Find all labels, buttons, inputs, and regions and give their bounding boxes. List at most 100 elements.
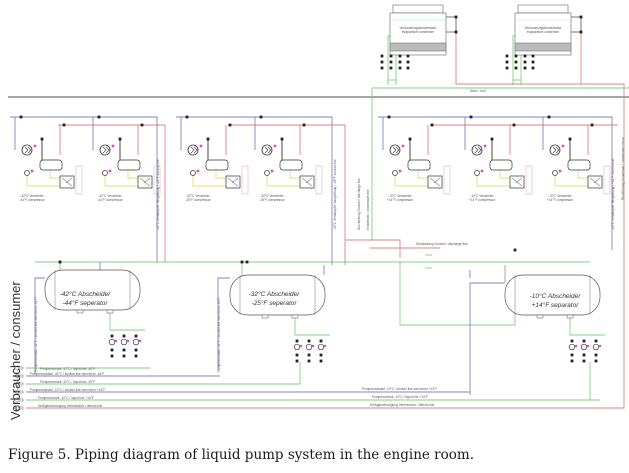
- suction-valve: [97, 115, 101, 119]
- suction-valve: [19, 115, 23, 119]
- separator-nozzle: [566, 314, 574, 319]
- pump-valve: [110, 348, 114, 352]
- oil-line: [104, 176, 138, 187]
- compressor-unit-2: [99, 144, 161, 195]
- heat-recovery-box: [241, 165, 249, 195]
- valve-node: [531, 60, 535, 64]
- liquid-pump-icon: [108, 338, 116, 346]
- valve-node: [398, 66, 402, 70]
- compressor-icon: [99, 144, 111, 156]
- oil-separator: [117, 159, 141, 171]
- compressor-label: -10°C Verdichter: [388, 194, 412, 198]
- compressor-chevron: [552, 146, 560, 154]
- separator-vessel: [504, 274, 601, 316]
- compressor-sublabel: -44°F compressor: [19, 198, 45, 202]
- discharge-header-42: [58, 124, 166, 262]
- discharge-valve: [62, 123, 66, 127]
- consumer-arrow-icon: [13, 381, 24, 387]
- oil-pump-accent: [558, 169, 562, 173]
- liquid-pump-icon: [305, 343, 313, 351]
- pump-valve: [594, 359, 598, 363]
- condenser-valve: [454, 30, 458, 34]
- valve-node: [245, 260, 249, 264]
- valve-node: [514, 66, 518, 70]
- separator-label-3: -10°C Abscheider: [530, 292, 582, 300]
- oil-pump-accent: [270, 169, 274, 173]
- compressor-unit-6: [471, 144, 533, 195]
- compressor-suction: [14, 116, 21, 150]
- pressure-switch-icon: [199, 144, 203, 148]
- oil-separator: [489, 159, 513, 171]
- separator-2: [229, 274, 326, 319]
- condenser-sublabel-2: evaporative condenser: [527, 30, 560, 34]
- condenser-fan-housing: [392, 4, 444, 14]
- separator-nozzle: [76, 309, 84, 314]
- pump-valve: [134, 354, 138, 358]
- valve-node: [523, 66, 527, 70]
- vertical-label-6: Rückführung Kondensat / condensate retur…: [621, 137, 625, 200]
- suction-valve: [547, 115, 551, 119]
- compressor-label: -32°C Verdichter: [186, 194, 210, 198]
- heat-recovery-box: [153, 165, 161, 195]
- figure-caption: Figure 5. Piping diagram of liquid pump …: [8, 447, 474, 463]
- suction-valve: [185, 115, 189, 119]
- consumer-line-label-5: Pumpenvorlauf -10°C / liquid line +14°F: [38, 396, 94, 400]
- consumer-arrow-icon: [13, 405, 24, 411]
- compressor-suction: [180, 116, 187, 150]
- liquid-pump-icon: [580, 343, 588, 351]
- oil-cooler-cross: [139, 177, 151, 187]
- pump-valve: [594, 353, 598, 357]
- heat-recovery-box: [75, 165, 83, 195]
- condenser-sublabel-1: evaporative condenser: [402, 30, 435, 34]
- oil-line: [127, 170, 138, 179]
- pump-valve: [122, 354, 126, 358]
- oil-line: [476, 176, 510, 187]
- return-line-label-1: Pumpenrücklauf -42°C / suction line wet …: [34, 297, 38, 372]
- discharge-valve: [302, 123, 306, 127]
- pump-valve: [110, 354, 114, 358]
- separator-nozzle: [261, 314, 269, 319]
- oil-pump-icon: [392, 170, 398, 176]
- consumer-arrow-icon: [13, 389, 24, 395]
- pump-valve: [319, 359, 323, 363]
- oil-cooler-cross: [511, 177, 523, 187]
- liquid-pump-icon: [317, 343, 325, 351]
- valve-node: [398, 54, 402, 58]
- compressor-suction: [254, 116, 261, 150]
- separator-vessel: [229, 274, 326, 316]
- oil-pump-accent: [196, 169, 200, 173]
- compressor-icon: [549, 144, 561, 156]
- pump-valve: [134, 348, 138, 352]
- oil-line: [215, 170, 226, 179]
- compressor-chevron: [102, 146, 110, 154]
- separator-sublabel-1: -44°F seperator: [62, 299, 108, 307]
- discharge-riser: [455, 32, 625, 395]
- oil-pump-icon: [24, 170, 30, 176]
- compressor-chevron: [474, 146, 482, 154]
- oil-separator: [407, 159, 431, 171]
- separator-sublabel-3: +14°F separator: [532, 301, 580, 309]
- pump-valve: [570, 359, 574, 363]
- defrost-return: [610, 395, 625, 409]
- valve-node: [408, 137, 412, 141]
- pump-accent: [323, 344, 327, 348]
- compressor-label: -42°C Verdichter: [98, 194, 122, 198]
- consumer-label: Verbraucher / consumer: [8, 281, 23, 420]
- discharge-valve: [430, 123, 434, 127]
- pump-valve: [122, 334, 126, 338]
- valve-node: [58, 260, 62, 264]
- discharge-valve: [590, 123, 594, 127]
- mid-line-label-3: Heißgasversorgung Verbraucher / defrost …: [370, 403, 435, 407]
- valve-node: [406, 66, 410, 70]
- oil-line: [192, 176, 226, 187]
- return-line-label-2: Pumpenrücklauf -32°C / suction line wet …: [217, 297, 221, 372]
- valve-node: [490, 137, 494, 141]
- liquid-pump-icon: [132, 338, 140, 346]
- separator-feed-3: [399, 262, 516, 326]
- oil-line: [289, 170, 300, 179]
- suction-valve: [387, 115, 391, 119]
- oil-separator: [205, 159, 229, 171]
- compressor-sublabel: -25°F compressor: [259, 198, 285, 202]
- consumer-line-label-2: Pumpenrücklauf -42°C / suction line wet …: [30, 372, 105, 376]
- compressor-suction: [464, 116, 471, 150]
